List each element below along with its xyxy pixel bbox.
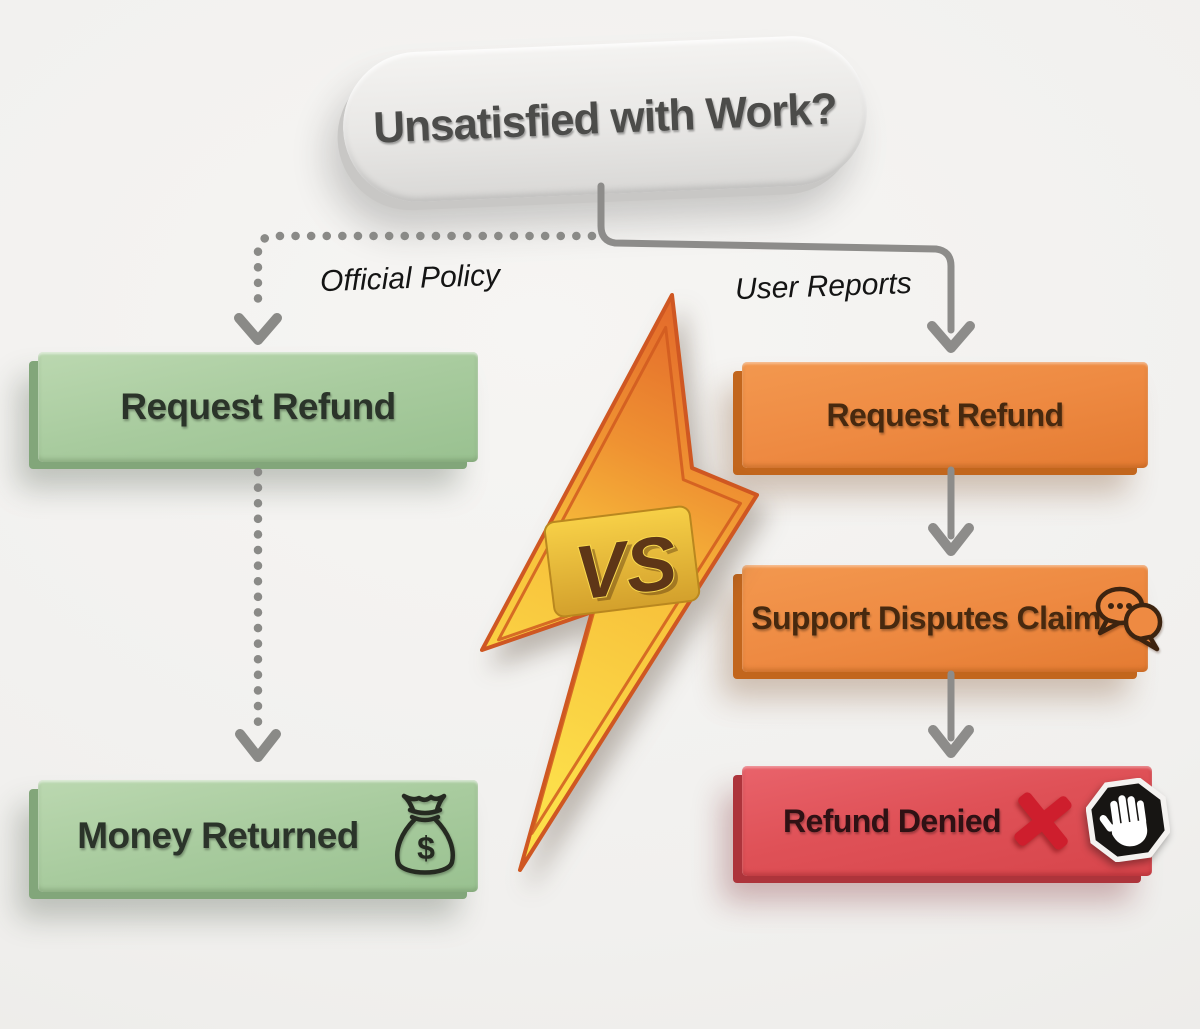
chat-bubbles-icon	[1095, 586, 1163, 652]
svg-text:$: $	[417, 830, 435, 866]
right-step-connector-1	[928, 466, 974, 556]
node-label: Refund Denied	[783, 802, 1002, 839]
node-label: Money Returned	[77, 815, 359, 856]
arrow-head	[234, 313, 282, 345]
vs-badge: VS VS	[543, 505, 701, 620]
lightning-bolt: VS VS	[480, 293, 759, 872]
node-user-refund-denied: Refund Denied	[742, 766, 1170, 876]
left-step-dotted-connector	[235, 467, 281, 762]
title-node: Unsatisfied with Work?	[340, 33, 870, 205]
arrow-head	[928, 523, 974, 556]
money-bag-icon: $	[395, 793, 455, 875]
node-label: Support Disputes Claim	[751, 600, 1101, 636]
arrow-head	[927, 321, 975, 353]
vs-text-shadow: VS	[575, 523, 686, 620]
branch-label-official-policy: Official Policy	[319, 258, 501, 299]
node-official-money-returned: Money Returned $	[38, 780, 478, 892]
stop-hand-icon	[1086, 778, 1170, 862]
title-text: Unsatisfied with Work?	[372, 84, 838, 153]
node-label: Request Refund	[120, 386, 396, 427]
vs-text: VS	[570, 520, 681, 617]
right-branch-connector	[597, 182, 975, 353]
arrow-head	[235, 729, 281, 762]
node-label: Request Refund	[826, 396, 1065, 433]
x-mark-icon	[1014, 792, 1072, 850]
branch-label-user-reports: User Reports	[734, 266, 913, 307]
right-step-connector-2	[928, 670, 974, 758]
arrow-head	[928, 725, 974, 758]
node-user-support-disputes-claim: Support Disputes Claim	[742, 565, 1163, 672]
node-official-request-refund: Request Refund	[38, 352, 478, 462]
node-user-request-refund: Request Refund	[742, 362, 1148, 468]
